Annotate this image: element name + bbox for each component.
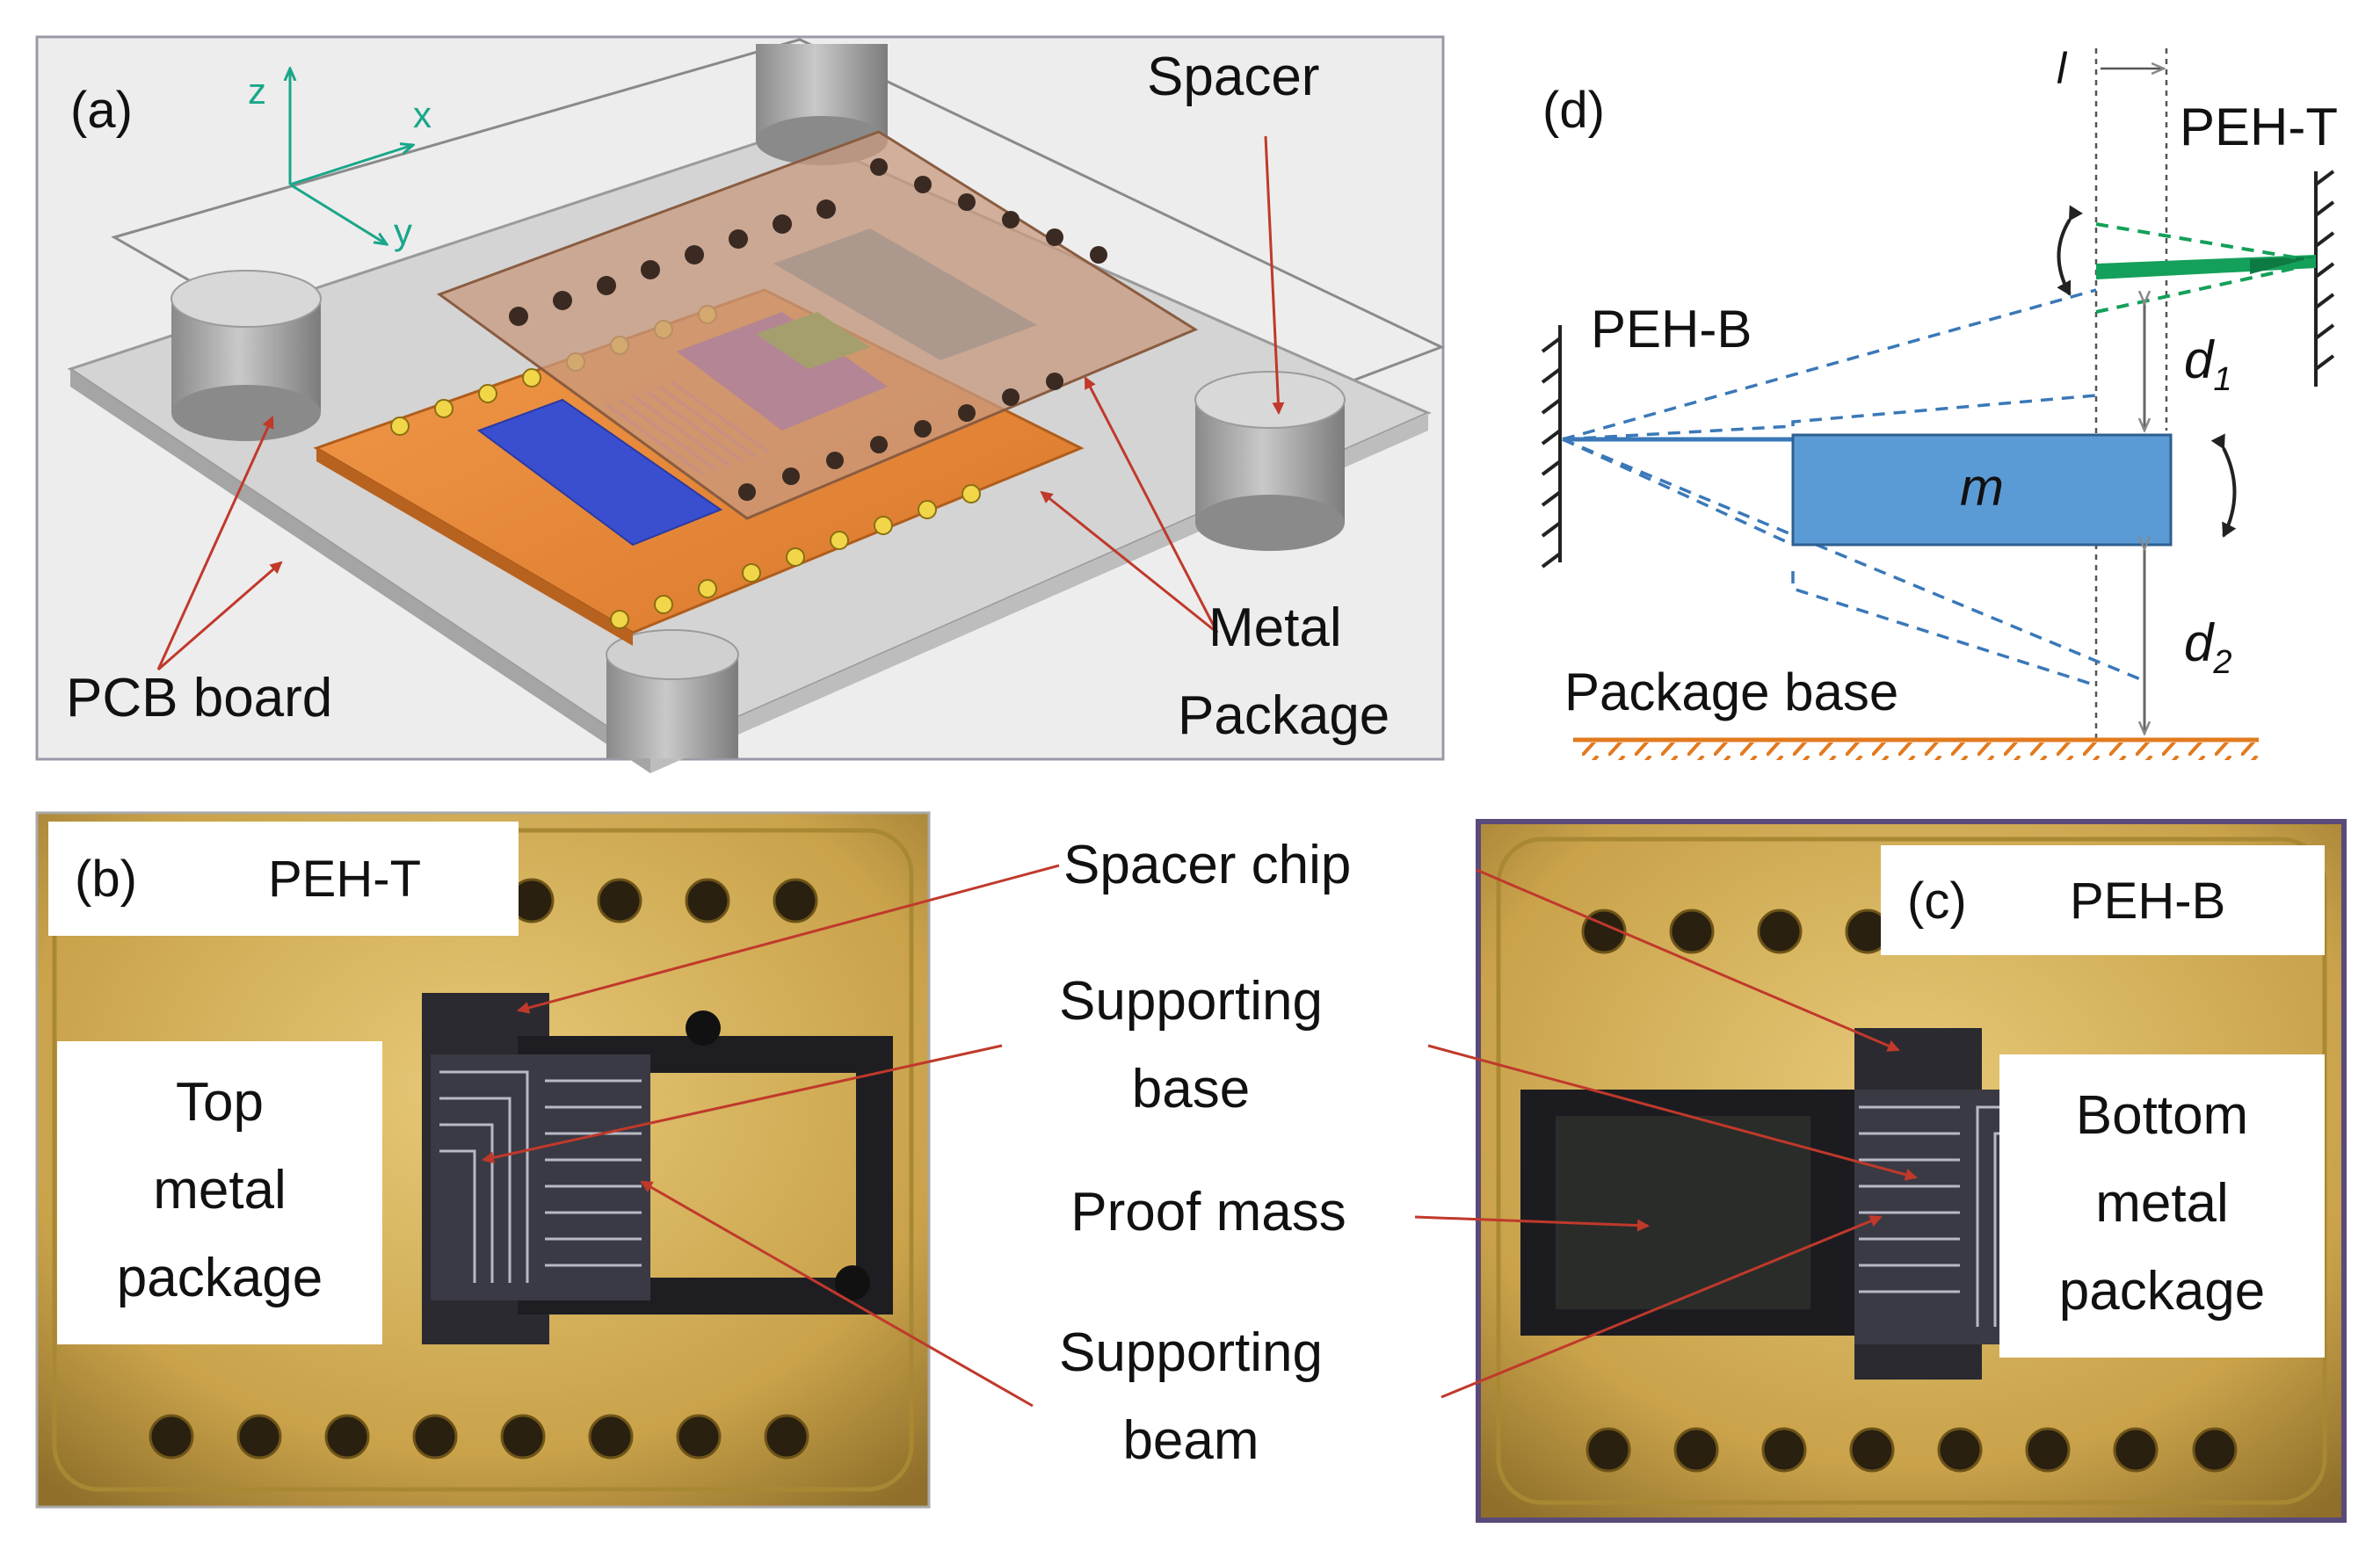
- panel-a: z x y (a) Spacer PCB board Metal Package: [35, 35, 1445, 773]
- center-leader-lines: [482, 864, 1918, 1408]
- panel-d: (d) l PEH-T PEH-B: [1541, 44, 2338, 760]
- panel-c-title-box: [1881, 845, 2325, 955]
- peh-t-beam: [2095, 222, 2317, 314]
- gap-d1-letter: d: [2184, 330, 2215, 389]
- panel-b-tag: (b): [75, 851, 137, 908]
- offset-l-label: l: [2057, 44, 2068, 93]
- panel-b-hole-2: [835, 1265, 870, 1300]
- package-base-label: Package base: [1564, 663, 1898, 721]
- panel-c-package-holes: [1581, 909, 2238, 1473]
- panel-b-caption-line2: metal: [153, 1160, 287, 1220]
- spacer-chip-label: Spacer chip: [1063, 835, 1351, 895]
- spacer-plate: [436, 130, 1199, 520]
- spacer-window: [773, 228, 1037, 360]
- package-base-hatch: [1573, 742, 2259, 760]
- peh-b-label: PEH-B: [1591, 300, 1752, 359]
- panel-b-title: PEH-T: [268, 851, 421, 908]
- peh-t-vibration-arrow: [2057, 205, 2084, 296]
- supporting-beam-label-line2: beam: [1122, 1410, 1259, 1471]
- pcb-board-edge: [70, 369, 650, 773]
- gap-d2-subscript: 2: [2212, 644, 2231, 681]
- peh-t-clamp: [2314, 170, 2335, 387]
- panel-c-tag: (c): [1907, 873, 1967, 930]
- panel-c-title: PEH-B: [2070, 873, 2225, 930]
- gap-d1-label: d1: [2184, 330, 2232, 398]
- panel-c-caption-line3: package: [2059, 1261, 2265, 1322]
- gap-d1-subscript: 1: [2213, 361, 2231, 398]
- panel-a-tag: (a): [70, 82, 133, 139]
- cylinder-left: [171, 270, 322, 441]
- panel-b: (b) PEH-T Top metal package: [35, 811, 931, 1509]
- coordinate-axes: [290, 69, 413, 244]
- mass-vibration-arrow: [2210, 433, 2237, 538]
- supporting-base-label-line1: Supporting: [1059, 971, 1323, 1032]
- pcb-board-label: PCB board: [66, 668, 332, 728]
- panel-b-title-box: [48, 822, 519, 936]
- cylinder-top: [756, 44, 888, 165]
- metal-package-label-line1: Metal: [1208, 598, 1342, 658]
- proof-mass-block: [1791, 433, 2173, 547]
- cylinder-right: [1194, 371, 1346, 551]
- panel-b-finger-area: [431, 1054, 650, 1300]
- panel-b-caption-box: [57, 1041, 382, 1344]
- panel-a-annotation-arrows: [156, 135, 1285, 671]
- panel-b-hole-1: [686, 1010, 721, 1046]
- metal-package-label-line2: Package: [1178, 685, 1390, 746]
- axis-x-label: x: [413, 94, 432, 135]
- offset-l-guides: [2094, 48, 2168, 738]
- peh-b-clamp: [1541, 325, 1562, 569]
- panel-b-package-holes: [149, 878, 818, 1459]
- panel-c-caption-box: [1999, 1054, 2325, 1358]
- panel-b-caption-line1: Top: [176, 1072, 264, 1133]
- gap-d2-letter: d: [2184, 613, 2215, 672]
- supporting-base-label-line2: base: [1132, 1059, 1250, 1119]
- panel-b-fingers: [439, 1070, 642, 1283]
- proof-mass-label-center: Proof mass: [1070, 1182, 1346, 1242]
- proof-mass-label: m: [1960, 458, 2004, 517]
- metal-package-bottom-edge: [316, 448, 633, 646]
- spacer-holes: [509, 158, 1107, 501]
- panel-c-caption-line2: metal: [2095, 1173, 2229, 1234]
- axis-z-label: z: [248, 70, 266, 112]
- supporting-beam-label-line1: Supporting: [1059, 1322, 1323, 1383]
- chip-blue-area: [476, 398, 723, 547]
- panel-b-caption-line3: package: [117, 1248, 323, 1308]
- panel-d-tag: (d): [1542, 82, 1605, 139]
- gap-d2-label: d2: [2184, 613, 2232, 681]
- axis-y-label: y: [394, 211, 412, 252]
- spacer-label: Spacer: [1147, 47, 1319, 107]
- peh-b-beam-deflection: [1562, 288, 2145, 687]
- cylinder-bottom: [606, 629, 739, 758]
- panel-c-proof-mass-inner: [1556, 1116, 1810, 1309]
- peh-t-label: PEH-T: [2180, 98, 2338, 156]
- panel-c-caption-line1: Bottom: [2076, 1085, 2248, 1146]
